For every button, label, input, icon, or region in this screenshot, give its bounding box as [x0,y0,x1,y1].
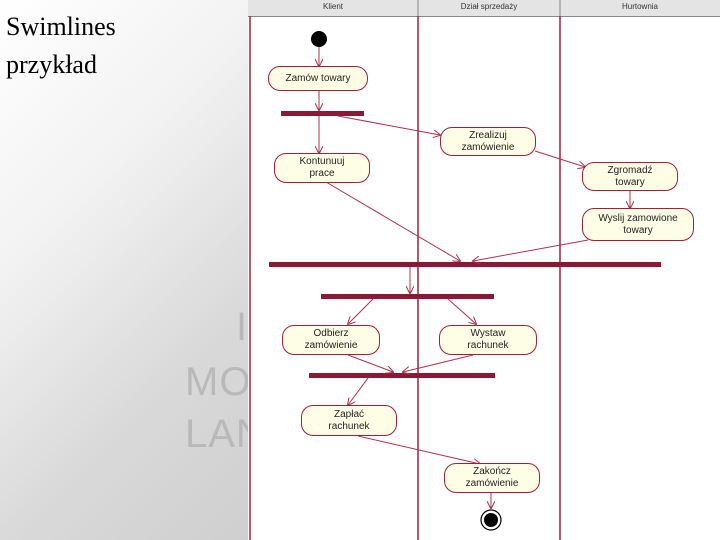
flow-odbierz-to-join2 [347,354,393,372]
lane-header-dzial-sprzedazy: Dział sprzedaży [418,0,560,17]
activity-label-line-1: Odbierz [313,328,349,339]
activity-zrealizuj-zamowienie: Zrealizuj zamówienie [440,127,536,156]
fork-bar-1 [281,111,364,116]
flow-wystaw-to-join2 [403,354,474,372]
activity-label-line-1: Wyslij zamowione [598,212,678,224]
activity-label-line-2: towary [615,176,645,188]
activity-label-line-1: Zakończ [473,466,511,477]
activity-zamow-towary: Zamów towary [268,66,368,91]
lane-header-klient: Klient [248,0,418,17]
fork-bar-2 [321,294,494,299]
activity-label-line-2: zamówienie [461,141,515,153]
activity-label-line-2: rachunek [467,340,509,351]
activity-odbierz-zamowienie: Odbierz zamówienie [282,325,380,355]
slide-title-line-2: przykład [6,50,97,79]
activity-label-line-2: prace [309,168,335,179]
flow-kontynuuj-to-join1 [325,181,460,261]
diagram-canvas [249,0,661,540]
join-bar-2 [309,373,495,378]
activity-label-line-1: Zrealizuj [469,129,507,141]
flow-fork2-to-wystaw [447,298,476,324]
lane-header-hurtownia: Hurtownia [560,0,720,17]
flow-join2-to-zaplac [348,377,369,405]
activity-kontunuuj-prace: Kontunuuj prace [274,153,370,183]
activity-zaplac-rachunek: Zapłać rachunek [301,405,397,436]
flow-zrealizuj-to-zgromadz [534,150,585,167]
start-node [311,31,327,47]
activity-label-line-1: Zgromadź [607,164,653,176]
activity-label-line-1: Wystaw [470,328,506,339]
slide-side-panel: Swimlines przykład I MO LAN [0,0,265,540]
activity-label-line-2: zamówienie [465,478,519,489]
activity-wystaw-rachunek: Wystaw rachunek [439,325,537,355]
activity-label-line-2: rachunek [328,420,370,432]
activity-wyslij-zamowione-towary: Wyslij zamowione towary [582,208,694,241]
flow-zaplac-to-zakoncz [357,435,480,464]
end-node-ring [480,509,502,531]
flow-wyslij-to-join1 [473,239,589,261]
flow-fork1-to-zrealizuj [337,115,440,135]
join-bar-1 [269,262,661,267]
activity-label: Zamów towary [285,72,351,84]
end-node [484,513,498,527]
slide-title-line-1: Swimlines [6,12,116,41]
activity-label-line-1: Kontunuuj [299,156,345,167]
flow-fork2-to-odbierz [348,298,374,324]
activity-zakoncz-zamowienie: Zakończ zamówienie [444,463,540,493]
slide-title: Swimlines przykład [6,8,116,84]
activity-label-line-1: Zapłać [333,408,364,420]
watermark-text-2: MO [185,360,252,404]
watermark-text-1: I [236,305,249,349]
activity-diagram: Klient Dział sprzedaży Hurtownia [248,0,720,540]
activity-zgromadz-towary: Zgromadź towary [582,162,678,191]
activity-label-line-2: zamówienie [304,340,358,351]
activity-label-line-2: towary [623,224,653,236]
